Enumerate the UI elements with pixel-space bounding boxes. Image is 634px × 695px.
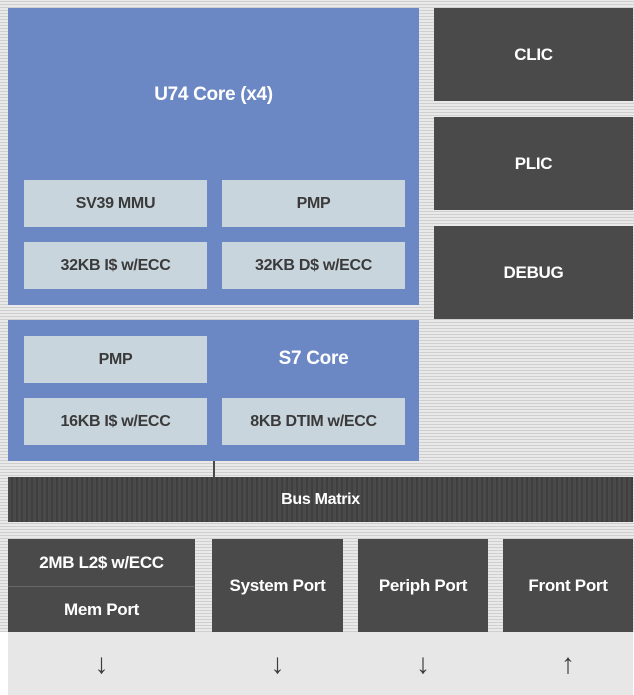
u74-dcache-block: 32KB D$ w/ECC <box>222 242 405 289</box>
periph-port-block: Periph Port <box>358 539 488 632</box>
mem-port-block: Mem Port <box>8 587 195 632</box>
s7-dtim-block: 8KB DTIM w/ECC <box>222 398 405 445</box>
s7-icache-block: 16KB I$ w/ECC <box>24 398 207 445</box>
l2-cache-block: 2MB L2$ w/ECC <box>8 539 195 586</box>
u74-core-title: U74 Core (x4) <box>154 84 273 105</box>
s7-pmp-block: PMP <box>24 336 207 383</box>
front-port-arrow-up-icon: ↑ <box>561 647 575 679</box>
u74-mmu-block: SV39 MMU <box>24 180 207 227</box>
front-port-block: Front Port <box>503 539 633 632</box>
port-direction-row: ↓ ↓ ↓ ↑ <box>8 632 633 695</box>
plic-block: PLIC <box>434 117 633 210</box>
u74-icache-block: 32KB I$ w/ECC <box>24 242 207 289</box>
s7-bus-connector <box>213 461 215 477</box>
periph-port-arrow-down-icon: ↓ <box>416 647 430 679</box>
l2-mem-divider <box>8 586 195 587</box>
debug-block: DEBUG <box>434 226 633 319</box>
system-port-block: System Port <box>212 539 343 632</box>
mem-port-arrow-down-icon: ↓ <box>94 647 109 679</box>
s7-core-title: S7 Core <box>278 348 349 369</box>
u74-pmp-block: PMP <box>222 180 405 227</box>
system-port-arrow-down-icon: ↓ <box>270 647 285 679</box>
bus-matrix-block: Bus Matrix <box>8 477 633 522</box>
clic-block: CLIC <box>434 8 633 101</box>
